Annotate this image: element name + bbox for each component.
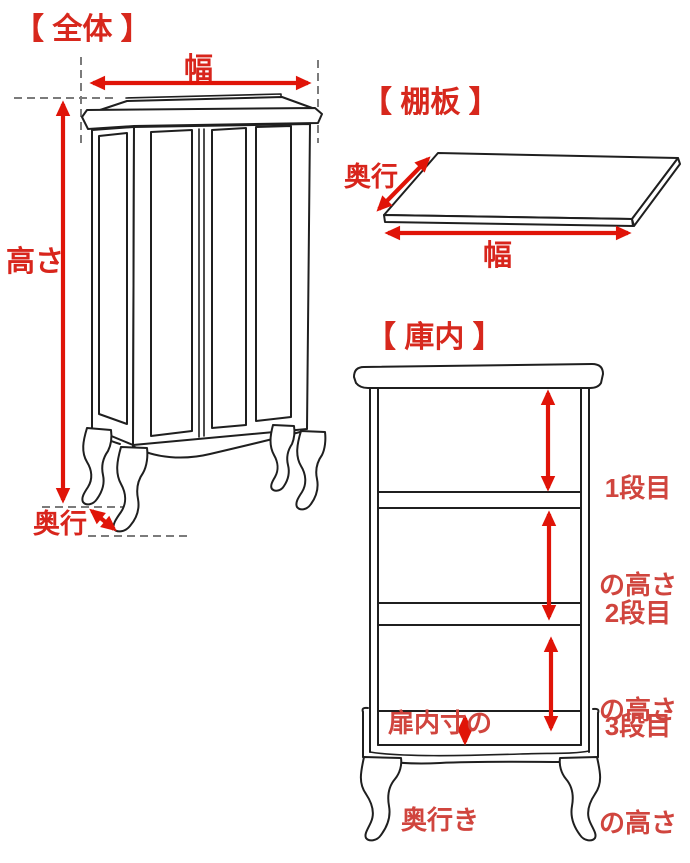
tier3-line2: の高さ — [598, 808, 677, 839]
door-depth-line1: 扉内寸の — [388, 708, 493, 739]
shelf-section-title: 【 棚板 】 — [362, 86, 499, 119]
tier2-line1: 2段目 — [604, 598, 672, 629]
overall-depth-arrow — [89, 508, 117, 532]
overall-depth-label: 奥行 — [33, 509, 87, 539]
door-depth-line2: 奥行き — [400, 805, 479, 836]
tier1-line1: 1段目 — [604, 473, 672, 504]
interior-cabinet-drawing — [353, 363, 604, 842]
tier2-line2: の高さ — [598, 695, 677, 726]
interior-tier1-label: 1段目 の高さ — [596, 408, 680, 666]
overall-height-label: 高さ — [6, 246, 65, 278]
interior-tier2-label: 2段目 の高さ — [596, 533, 680, 791]
interior-door-depth-label: 扉内寸の 奥行き — [388, 643, 492, 863]
interior-left-leg — [359, 756, 403, 842]
dimension-arrows — [55, 75, 632, 746]
overall-back-left-leg — [81, 427, 113, 506]
interior-section-title: 【 庫内 】 — [366, 321, 503, 354]
tier3-line1: 3段目 — [604, 711, 672, 742]
overall-front-right-leg — [295, 430, 327, 511]
overall-front-left-leg — [112, 446, 149, 533]
overall-width-label: 幅 — [184, 53, 214, 85]
tier1-line2: の高さ — [598, 570, 677, 601]
interior-right-leg — [558, 756, 602, 842]
overall-section-title: 【 全体 】 — [14, 13, 151, 46]
shelf-depth-arrow — [376, 156, 431, 212]
interior-tier3-label: 3段目 の高さ — [596, 646, 680, 863]
shelf-width-label: 幅 — [483, 240, 513, 272]
shelf-board-drawing — [383, 152, 681, 227]
overall-extent-guides — [14, 57, 319, 537]
overall-back-right-leg — [269, 424, 296, 492]
overall-cabinet-drawing — [81, 93, 327, 533]
shelf-depth-label: 奥行 — [344, 162, 398, 192]
